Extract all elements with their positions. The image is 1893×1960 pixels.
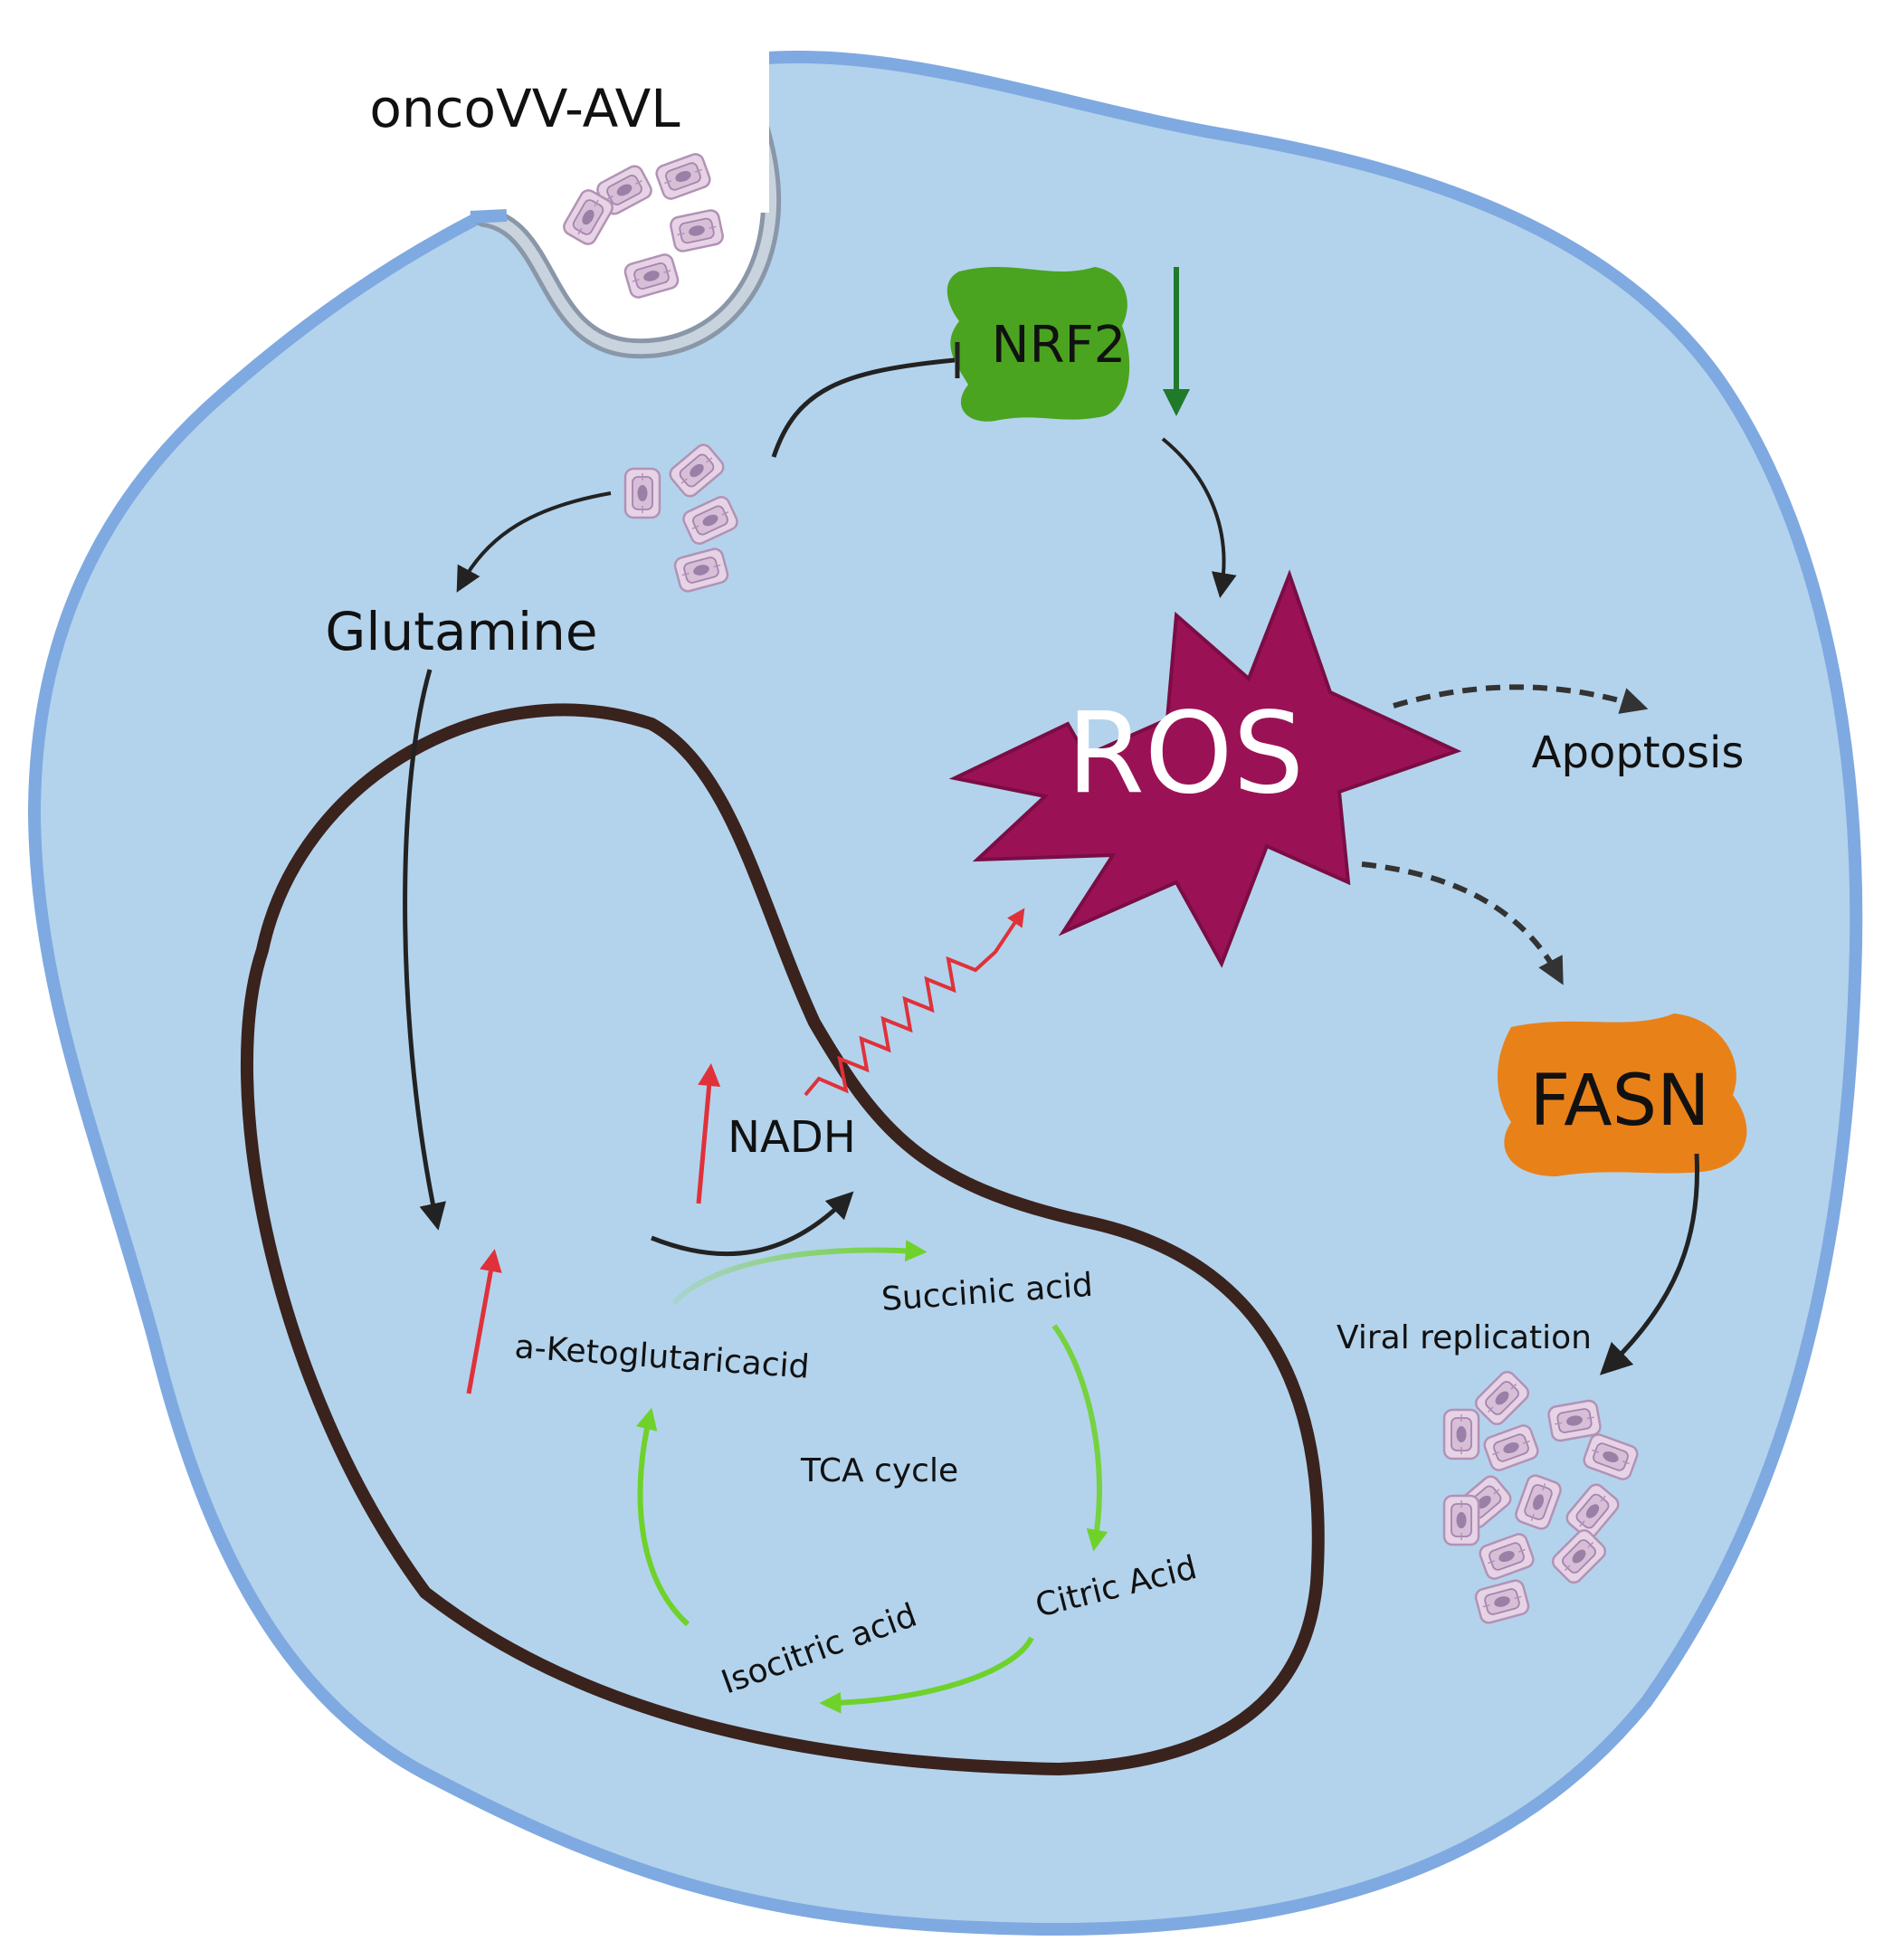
cell-membrane bbox=[27, 50, 1863, 1936]
tca-cycle-label: TCA cycle bbox=[800, 1452, 958, 1489]
nadh-label: NADH bbox=[728, 1112, 856, 1163]
tca-arrow-succinic-to-citric bbox=[1051, 1324, 1108, 1552]
fasn-label: FASN bbox=[1530, 1061, 1710, 1142]
nrf2-label: NRF2 bbox=[992, 316, 1127, 375]
ros-label: ROS bbox=[1067, 689, 1304, 819]
arrow-virus-to-glutamine bbox=[456, 491, 612, 593]
dashed-arrow-ros-to-apoptosis bbox=[1393, 684, 1649, 714]
ros-star bbox=[948, 569, 1462, 968]
nadh-up-arrow bbox=[696, 1063, 721, 1204]
tca-arrow-citric-to-isocitric bbox=[819, 1636, 1034, 1714]
dashed-arrow-ros-to-fasn bbox=[1361, 861, 1564, 985]
nrf2-blob bbox=[946, 267, 1130, 422]
inhibition-arrow-nrf2 bbox=[771, 357, 956, 458]
akg-up-arrow bbox=[466, 1249, 502, 1394]
tca-arrow-akg-to-succinic bbox=[671, 1240, 927, 1305]
viral-replication-label: Viral replication bbox=[1337, 1319, 1592, 1356]
tca-arrow-isocitric-to-akg bbox=[635, 1407, 690, 1627]
fasn-blob bbox=[1498, 1013, 1747, 1176]
arrow-akg-to-nadh bbox=[651, 1191, 854, 1257]
apoptosis-label: Apoptosis bbox=[1532, 728, 1745, 778]
mitochondrion-membrane bbox=[241, 703, 1325, 1776]
oncovv-avl-label: oncoVV-AVL bbox=[369, 78, 680, 139]
arrow-nrf2-to-ros bbox=[1161, 437, 1237, 599]
arrow-fasn-to-replication bbox=[1599, 1153, 1700, 1375]
nadh-wave-arrow bbox=[804, 908, 1025, 1097]
arrow-glutamine-to-akg bbox=[403, 669, 446, 1231]
glutamine-label: Glutamine bbox=[325, 601, 597, 662]
